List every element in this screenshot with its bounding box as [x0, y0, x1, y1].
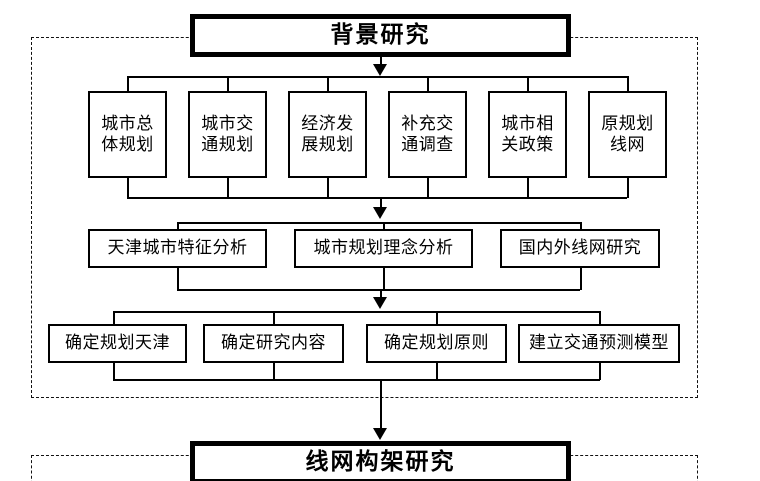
arrowhead-stage-top-to-row1 — [373, 64, 387, 76]
node-row1-5[interactable]: 城市相 关政策 — [488, 91, 567, 178]
riser-row3-node1 — [113, 363, 115, 380]
node-row1-2[interactable]: 城市交 通规划 — [188, 91, 267, 178]
bus-row2-distribute — [177, 222, 580, 224]
node-label-row1-6: 原规划 线网 — [601, 114, 654, 155]
node-row3-2[interactable]: 确定研究内容 — [203, 324, 344, 363]
riser-row3-node2 — [273, 363, 275, 380]
arrowhead-row3-to-stage-bottom — [373, 428, 387, 440]
node-label-row2-3: 国内外线网研究 — [518, 238, 642, 259]
riser-row1-node4 — [427, 178, 429, 198]
drop-row1-node5 — [527, 76, 529, 91]
riser-row1-node5 — [527, 178, 529, 198]
node-row1-3[interactable]: 经济发 展规划 — [288, 91, 367, 178]
connector-stage-top-to-row1 — [380, 57, 382, 66]
bus-row1-distribute — [127, 76, 627, 78]
node-label-row2-2: 城市规划理念分析 — [313, 238, 454, 259]
drop-row3-node1 — [113, 311, 115, 324]
riser-row2-node1 — [177, 268, 179, 290]
stage-label-background-research: 背景研究 — [330, 22, 431, 48]
node-row1-1[interactable]: 城市总 体规划 — [88, 91, 167, 178]
drop-row3-node3 — [436, 311, 438, 324]
riser-row1-node6 — [627, 178, 629, 198]
node-label-row1-3: 经济发 展规划 — [301, 114, 354, 155]
stage-label-network-framework: 线网构架研究 — [305, 449, 456, 475]
connector-row2-to-row3 — [380, 289, 382, 299]
arrowhead-row2-to-row3 — [373, 297, 387, 309]
bus-row3-distribute — [113, 311, 600, 313]
drop-row2-node2 — [383, 222, 385, 229]
node-row3-4[interactable]: 建立交通预测模型 — [518, 324, 680, 363]
node-label-row1-2: 城市交 通规划 — [201, 114, 254, 155]
node-row1-6[interactable]: 原规划 线网 — [588, 91, 667, 178]
node-label-row1-1: 城市总 体规划 — [101, 114, 154, 155]
stage-box-network-framework[interactable]: 线网构架研究 — [190, 441, 571, 481]
riser-row1-node2 — [227, 178, 229, 198]
drop-row3-node4 — [599, 311, 601, 324]
drop-row1-node3 — [327, 76, 329, 91]
node-label-row3-2: 确定研究内容 — [221, 333, 326, 354]
riser-row3-node3 — [436, 363, 438, 380]
riser-row1-node1 — [127, 178, 129, 198]
drop-row2-node1 — [177, 222, 179, 229]
node-label-row1-4: 补充交 通调查 — [401, 114, 454, 155]
node-label-row2-1: 天津城市特征分析 — [107, 238, 248, 259]
drop-row1-node2 — [227, 76, 229, 91]
node-row2-3[interactable]: 国内外线网研究 — [500, 229, 660, 268]
connector-row1-to-row2 — [380, 197, 382, 209]
node-row1-4[interactable]: 补充交 通调查 — [388, 91, 467, 178]
stage-box-background-research[interactable]: 背景研究 — [190, 14, 571, 57]
drop-row1-node1 — [127, 76, 129, 91]
arrowhead-row1-to-row2 — [373, 207, 387, 219]
drop-row1-node6 — [627, 76, 629, 91]
bus-row3-gather — [113, 379, 600, 381]
riser-row3-node4 — [599, 363, 601, 380]
drop-row3-node2 — [273, 311, 275, 324]
bus-row1-gather — [127, 197, 627, 199]
bus-row2-gather — [177, 289, 580, 291]
node-row2-2[interactable]: 城市规划理念分析 — [294, 229, 473, 268]
riser-row2-node3 — [580, 268, 582, 290]
node-row2-1[interactable]: 天津城市特征分析 — [88, 229, 267, 268]
node-row3-1[interactable]: 确定规划天津 — [48, 324, 187, 363]
connector-row3-to-stage-bottom — [380, 379, 382, 431]
drop-row2-node3 — [580, 222, 582, 229]
riser-row1-node3 — [327, 178, 329, 198]
node-label-row1-5: 城市相 关政策 — [501, 114, 554, 155]
node-row3-3[interactable]: 确定规划原则 — [366, 324, 507, 363]
node-label-row3-3: 确定规划原则 — [384, 333, 489, 354]
node-label-row3-1: 确定规划天津 — [65, 333, 170, 354]
node-label-row3-4: 建立交通预测模型 — [529, 333, 669, 354]
riser-row2-node2 — [383, 268, 385, 290]
drop-row1-node4 — [427, 76, 429, 91]
